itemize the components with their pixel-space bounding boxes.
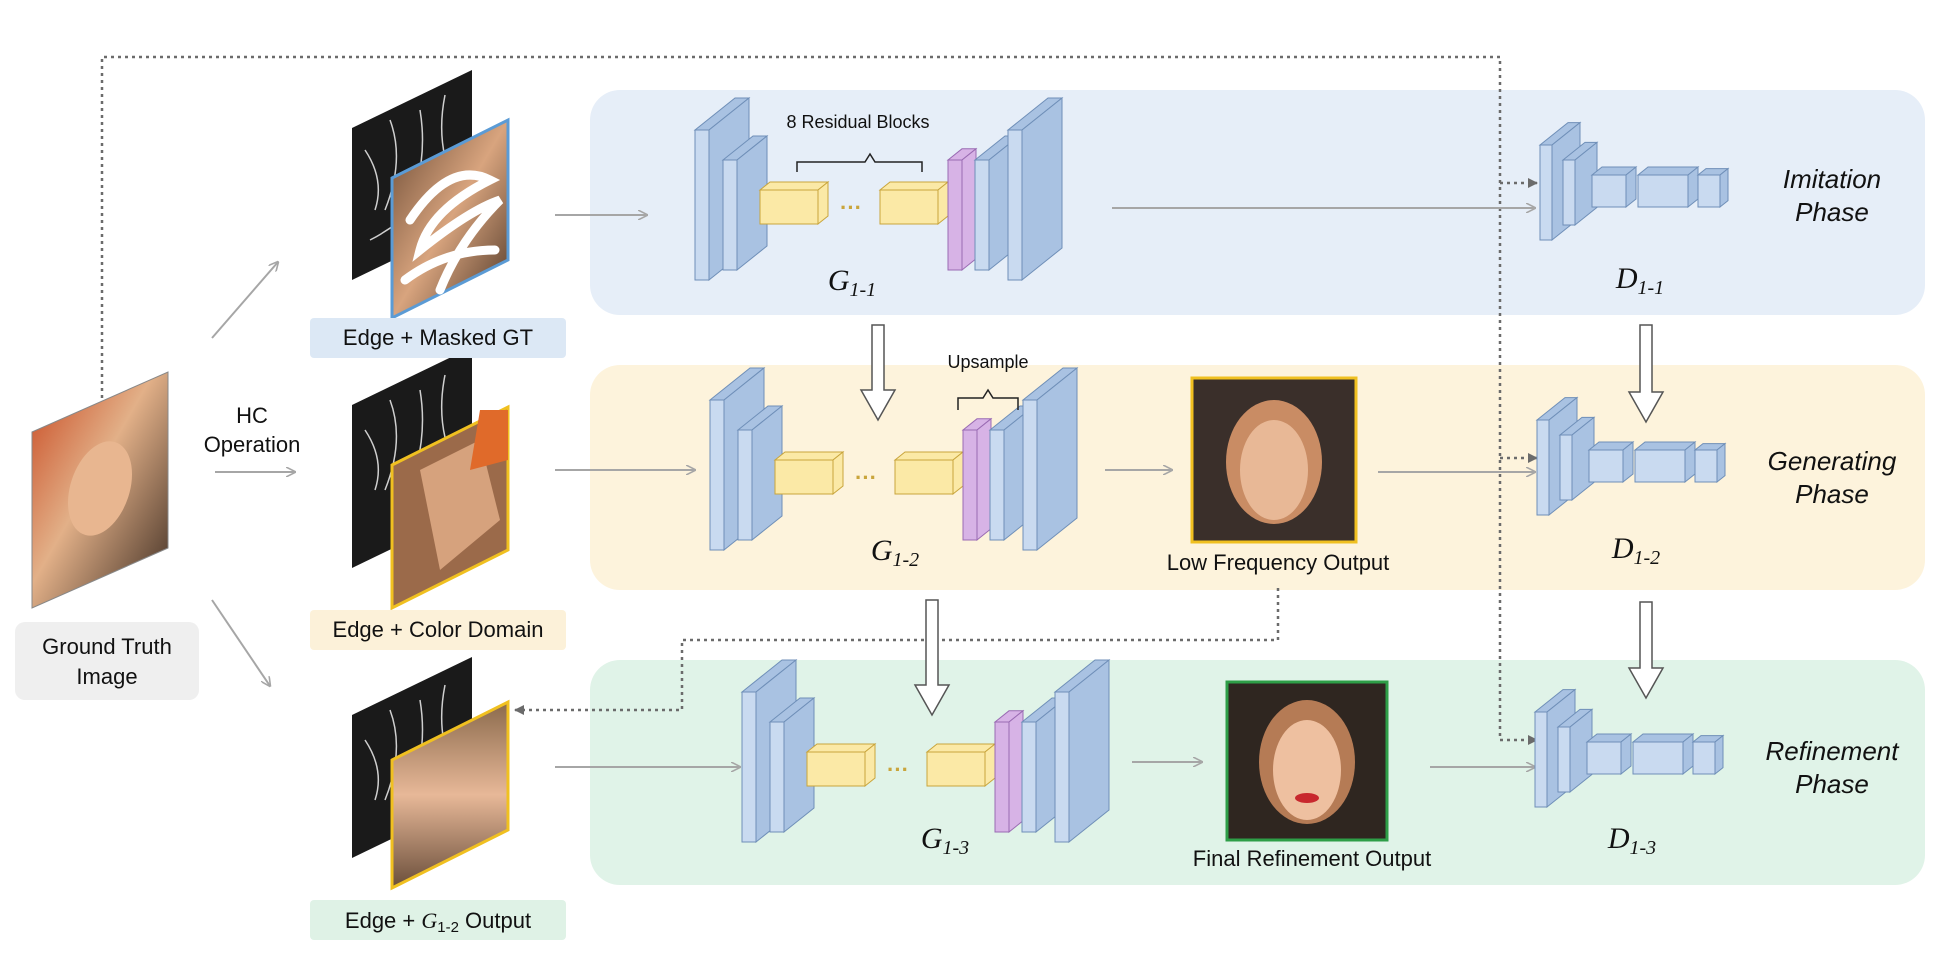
g1-residual-block-last — [878, 180, 950, 226]
upsample-brace — [957, 388, 1019, 410]
edge-color-domain-input — [352, 347, 510, 611]
g3-encoder-block-2 — [768, 696, 816, 834]
g2-upsample-block-1 — [961, 417, 993, 542]
generator-1-2-label: G1-2 — [871, 534, 919, 571]
ground-truth-label-line2: Image — [76, 664, 137, 689]
g1-decoder-block-2 — [1006, 96, 1064, 282]
g1-upsample-block-1 — [946, 147, 978, 272]
edge-masked-gt-input — [352, 70, 510, 321]
d2-block-5 — [1693, 442, 1727, 484]
row2-input-label: Edge + Color Domain — [333, 617, 544, 642]
final-refinement-output-label: Final Refinement Output — [1193, 846, 1431, 871]
g11-to-g12-arrow — [859, 324, 897, 422]
g3-decoder-block-2 — [1053, 658, 1111, 844]
g2-encoder-block-2 — [736, 404, 784, 542]
discriminator-1-2-label: D1-2 — [1611, 532, 1660, 569]
g3-upsample-block-1 — [993, 709, 1025, 834]
generating-phase-label-line1: Generating — [1768, 446, 1897, 476]
g1-residual-block-first — [758, 180, 830, 226]
hc-arrow-up — [211, 262, 278, 339]
g2-residual-block-first — [773, 450, 845, 496]
imitation-phase-label-line1: Imitation — [1783, 164, 1881, 194]
g1-encoder-block-2 — [721, 134, 769, 272]
generator-1-3-label: G1-3 — [921, 822, 969, 859]
g3-residual-ellipsis: ··· — [887, 757, 909, 782]
g2-residual-block-last — [893, 450, 965, 496]
final-refinement-output-image — [1225, 680, 1389, 842]
g2-decoder-block-2 — [1021, 366, 1079, 552]
g3-residual-block-first — [805, 742, 877, 788]
residual-blocks-brace — [796, 152, 923, 172]
g2-residual-ellipsis: ··· — [855, 465, 877, 490]
edge-g12-output-input — [352, 657, 510, 891]
hc-arrow-down — [211, 599, 270, 686]
d1-block-5 — [1696, 167, 1730, 209]
discriminator-1-1-label: D1-1 — [1615, 262, 1664, 299]
g3-residual-block-last — [925, 742, 997, 788]
d11-to-d12-arrow — [1627, 324, 1665, 424]
ground-truth-label-line1: Ground Truth — [42, 634, 172, 659]
d3-block-5 — [1691, 734, 1725, 776]
d3-block-4 — [1631, 732, 1695, 776]
d2-block-4 — [1633, 440, 1697, 484]
low-frequency-output-label: Low Frequency Output — [1167, 550, 1390, 575]
hc-operation-label-line1: HC — [236, 403, 268, 428]
generator-1-1-label: G1-1 — [828, 264, 876, 301]
generating-phase-label-line2: Phase — [1795, 479, 1869, 509]
row1-input-label: Edge + Masked GT — [343, 325, 533, 350]
ground-truth-label-box — [15, 622, 199, 700]
discriminator-1-3-label: D1-3 — [1607, 822, 1656, 859]
row3-input-label-box — [310, 900, 566, 940]
g1-residual-ellipsis: ··· — [840, 195, 862, 220]
hc-operation-label-line2: Operation — [204, 432, 301, 457]
refinement-phase-label-line1: Refinement — [1766, 736, 1901, 766]
gt-to-discriminator-dotted-line — [100, 55, 1538, 745]
d1-block-4 — [1636, 165, 1700, 209]
d2-block-3 — [1587, 440, 1635, 484]
row1-input-label-box — [310, 318, 566, 358]
d12-to-d13-arrow — [1627, 601, 1665, 700]
row2-input-label-box — [310, 610, 566, 650]
refinement-phase-label-line2: Phase — [1795, 769, 1869, 799]
g12-to-g13-arrow — [913, 599, 951, 717]
ground-truth-image — [31, 371, 169, 609]
d3-block-3 — [1585, 732, 1633, 776]
imitation-phase-label-line2: Phase — [1795, 197, 1869, 227]
upsample-label: Upsample — [947, 352, 1028, 372]
d1-block-3 — [1590, 165, 1638, 209]
low-frequency-output-image — [1190, 376, 1358, 544]
row3-input-label: Edge + G1-2 Output — [345, 908, 531, 936]
residual-blocks-label: 8 Residual Blocks — [786, 112, 929, 132]
